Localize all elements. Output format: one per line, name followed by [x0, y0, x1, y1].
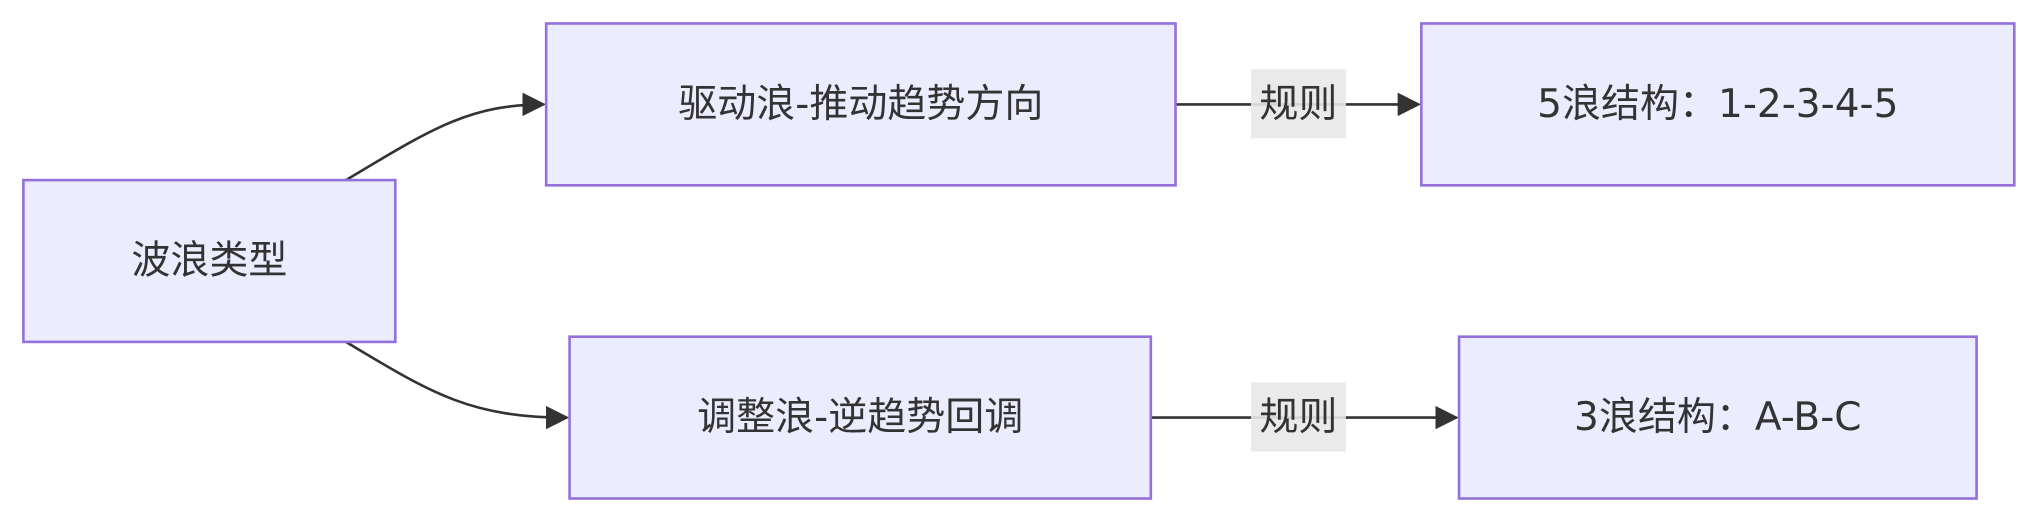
node-impulse-wave[interactable]: 驱动浪-推动趋势方向	[544, 22, 1177, 187]
svg-text:规则: 规则	[1259, 395, 1337, 440]
svg-text:调整浪-逆趋势回调: 调整浪-逆趋势回调	[697, 395, 1023, 440]
svg-text:5浪结构：1-2-3-4-5: 5浪结构：1-2-3-4-5	[1537, 82, 1898, 127]
node-wave-types[interactable]: 波浪类型	[22, 178, 397, 344]
svg-text:波浪类型: 波浪类型	[131, 238, 287, 283]
node-corrective-structure[interactable]: 3浪结构：A-B-C	[1457, 335, 1978, 500]
node-corrective-wave[interactable]: 调整浪-逆趋势回调	[568, 335, 1153, 500]
edge-label-corrective: 规则	[1250, 382, 1346, 452]
node-impulse-structure[interactable]: 5浪结构：1-2-3-4-5	[1420, 22, 2016, 187]
svg-text:规则: 规则	[1259, 82, 1337, 127]
svg-text:3浪结构：A-B-C: 3浪结构：A-B-C	[1574, 395, 1861, 440]
edge-root-impulse	[345, 92, 546, 182]
edge-root-corrective	[345, 340, 570, 430]
edge-label-impulse: 规则	[1250, 69, 1346, 139]
svg-text:驱动浪-推动趋势方向: 驱动浪-推动趋势方向	[678, 82, 1043, 127]
